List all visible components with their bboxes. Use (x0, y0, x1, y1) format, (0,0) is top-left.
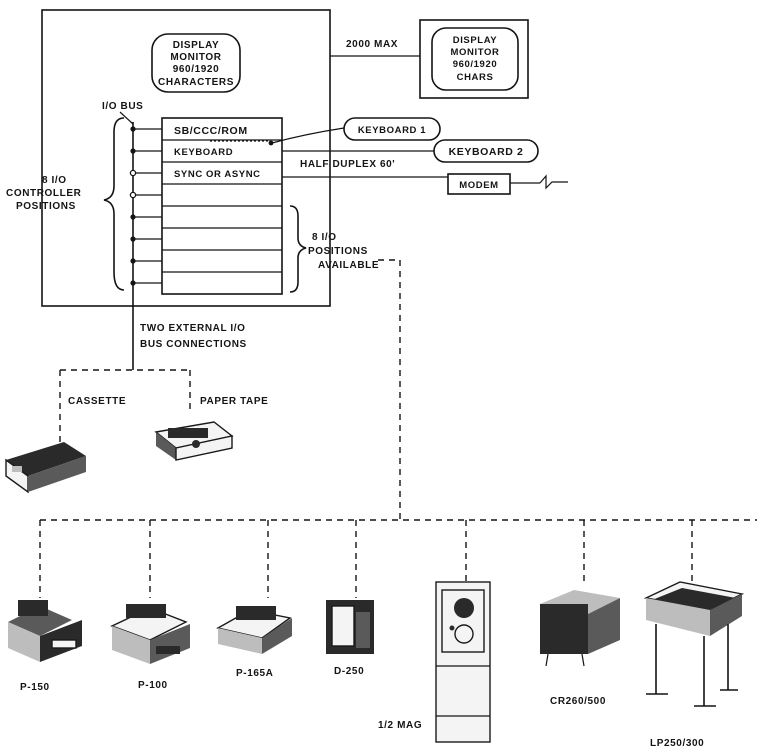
paper-tape-label: PAPER TAPE (200, 396, 268, 407)
modem-label: MODEM (459, 180, 498, 191)
line-printer-icon (643, 581, 745, 707)
console-monitor-line2: MONITOR (170, 52, 221, 63)
slot-3-label: SYNC OR ASYNC (174, 169, 261, 180)
available-label-line2: POSITIONS (308, 246, 368, 257)
controller-slots: SB/CCC/ROM KEYBOARD SYNC OR ASYNC (161, 117, 283, 295)
available-label-line3: AVAILABLE (318, 260, 379, 271)
modem: MODEM (447, 173, 511, 195)
card-reader-icon (540, 590, 620, 667)
remote-monitor-line2: MONITOR (451, 47, 500, 58)
line-printer-label: LP250/300 (650, 738, 704, 749)
system-cabinet (41, 9, 331, 307)
cassette-drive-icon (5, 442, 86, 494)
half-duplex-label: HALF DUPLEX 60' (300, 159, 395, 170)
cassette-label: CASSETTE (68, 396, 126, 407)
controller-label-line2: CONTROLLER (6, 188, 82, 199)
d250-printer-icon (326, 600, 374, 654)
available-label-line1: 8 I/O (312, 232, 337, 243)
console-monitor-line3: 960/1920 (173, 64, 220, 75)
p100-printer-icon (110, 604, 190, 664)
keyboard-1: KEYBOARD 1 (343, 117, 441, 141)
p150-printer-icon (8, 600, 82, 662)
card-reader-label: CR260/500 (550, 696, 606, 707)
slot-2-label: KEYBOARD (174, 147, 233, 158)
remote-monitor-line3: 960/1920 (453, 59, 497, 70)
keyboard-1-label: KEYBOARD 1 (358, 125, 426, 136)
mag-tape-label: 1/2 MAG (378, 720, 422, 731)
bus-taps (129, 126, 162, 286)
external-label-line1: TWO EXTERNAL I/O (140, 323, 246, 334)
slot-1-label: SB/CCC/ROM (174, 125, 248, 137)
controller-label-line1: 8 I/O (42, 175, 67, 186)
controller-label-line3: POSITIONS (16, 201, 76, 212)
remote-monitor-line4: CHARS (457, 72, 494, 83)
console-monitor: DISPLAY MONITOR 960/1920 CHARACTERS (151, 33, 241, 93)
p165a-label: P-165A (236, 668, 274, 679)
io-bus-label: I/O BUS (102, 101, 143, 112)
p150-label: P-150 (20, 682, 50, 693)
remote-monitor-line1: DISPLAY (453, 35, 498, 46)
paper-tape-reader-icon (154, 421, 234, 461)
phone-line-symbol (539, 174, 568, 190)
p100-label: P-100 (138, 680, 168, 691)
keyboard-2-label: KEYBOARD 2 (449, 146, 524, 158)
distance-label: 2000 MAX (346, 39, 398, 50)
d250-label: D-250 (334, 666, 364, 677)
console-monitor-line1: DISPLAY (173, 40, 220, 51)
keyboard-2: KEYBOARD 2 (433, 139, 539, 163)
p165a-printer-icon (216, 606, 292, 654)
console-monitor-line4: CHARACTERS (158, 77, 234, 88)
remote-monitor: DISPLAY MONITOR 960/1920 CHARS (419, 19, 529, 99)
mag-tape-unit-icon (435, 581, 491, 743)
external-label-line2: BUS CONNECTIONS (140, 339, 247, 350)
